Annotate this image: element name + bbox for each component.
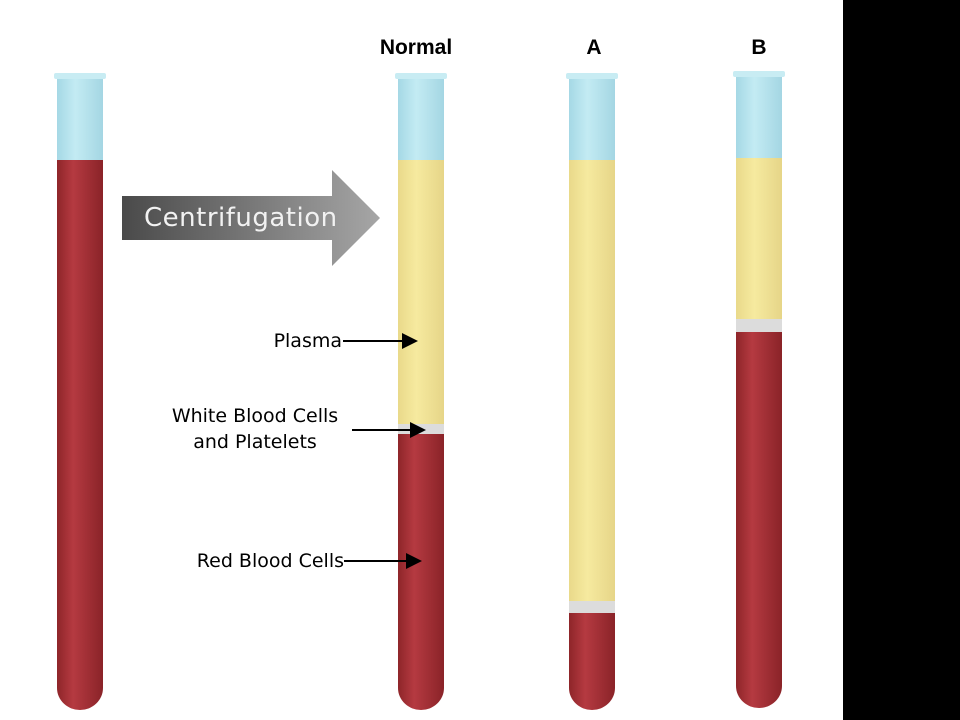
tube-a-rim (566, 73, 618, 79)
plasma-label: Plasma (273, 330, 342, 352)
wbc-label-line2: and Platelets (193, 431, 317, 453)
heading-b: B (751, 36, 767, 59)
tube-unspun-air (57, 78, 103, 160)
tube-normal-red-cells (398, 434, 444, 710)
tube-unspun-blood (57, 160, 103, 710)
wbc-label-line1: White Blood Cells (171, 405, 339, 427)
tube-b-rim (733, 71, 785, 77)
tube-normal (395, 73, 447, 710)
tube-a-buffy-coat (569, 601, 615, 613)
tube-unspun-rim (54, 73, 106, 79)
tube-a (566, 73, 618, 710)
black-side-panel (843, 0, 960, 720)
tube-normal-plasma (398, 160, 444, 424)
tube-b-plasma (736, 158, 782, 319)
tube-a-air (569, 78, 615, 160)
heading-normal: Normal (379, 36, 453, 59)
tube-normal-rim (395, 73, 447, 79)
tube-b-buffy-coat (736, 319, 782, 332)
tube-a-plasma (569, 160, 615, 601)
tube-a-red-cells (569, 613, 615, 710)
tube-b (733, 71, 785, 708)
tube-normal-air (398, 78, 444, 160)
centrifugation-label: Centrifugation (144, 203, 338, 233)
rbc-label: Red Blood Cells (196, 550, 344, 572)
centrifugation-arrow (122, 170, 380, 266)
tube-unspun (54, 73, 106, 710)
tube-b-red-cells (736, 332, 782, 708)
tube-b-air (736, 76, 782, 158)
wbc-label: White Blood Cells and Platelets (150, 403, 360, 455)
heading-a: A (586, 36, 602, 59)
